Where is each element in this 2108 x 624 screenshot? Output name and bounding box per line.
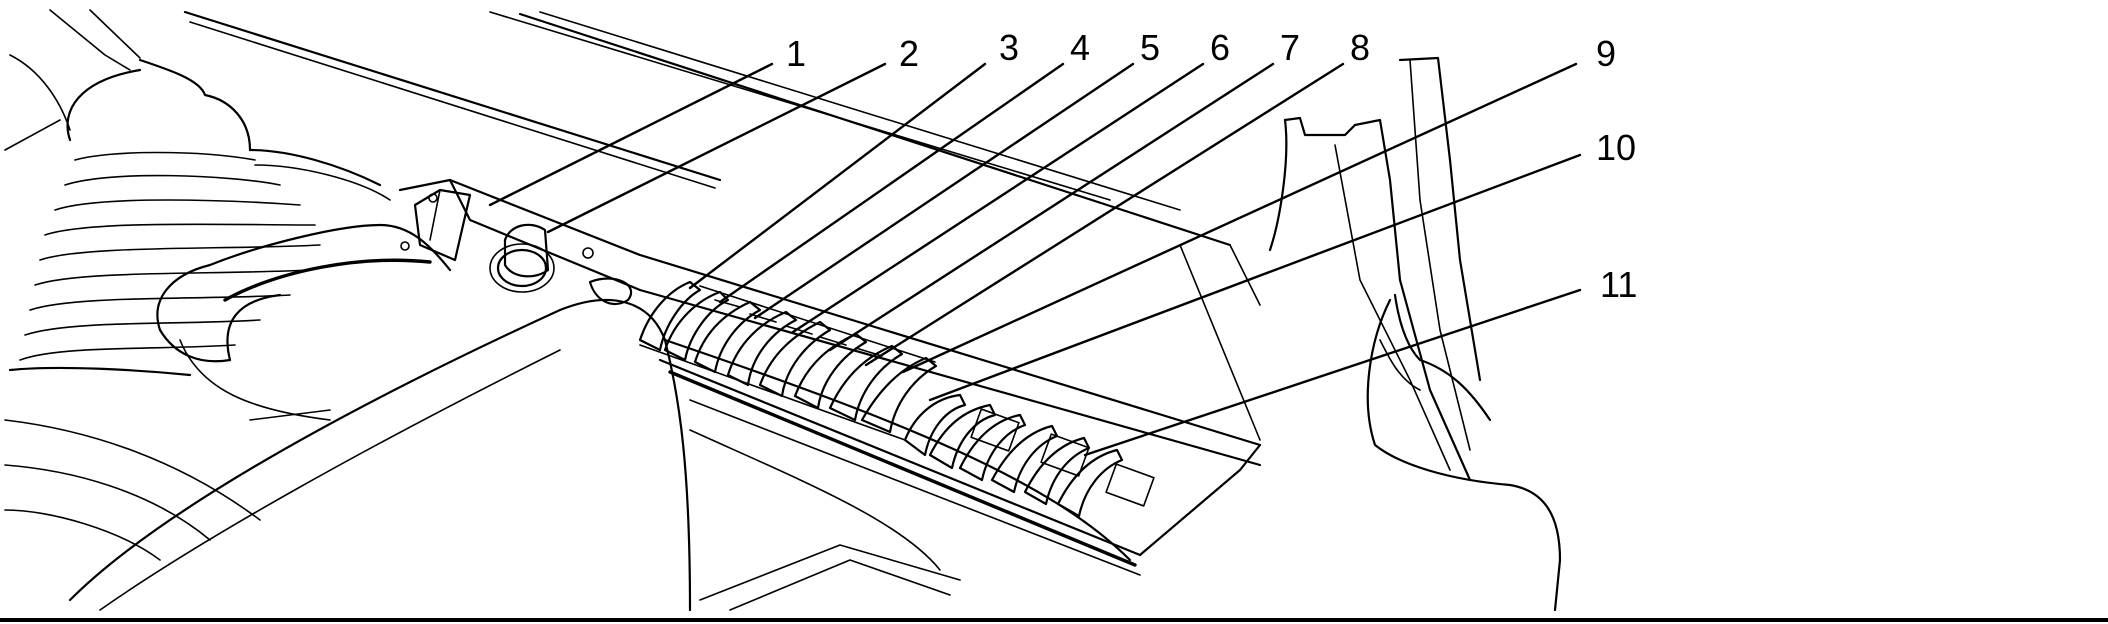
leader-line-7 (828, 62, 1275, 352)
callout-7: 7 (1280, 27, 1300, 68)
callout-10: 10 (1596, 127, 1636, 168)
leader-line-2 (546, 62, 887, 234)
leader-line-3 (688, 62, 987, 290)
right-post (1268, 56, 1562, 612)
cab-structure (4, 9, 1261, 561)
rocker-switch (400, 188, 472, 262)
callout-11: 11 (1600, 264, 1637, 305)
callout-labels: 1 2 3 4 5 6 7 8 9 10 11 (786, 27, 1637, 305)
console-body (68, 298, 1141, 612)
leader-line-10 (928, 153, 1582, 402)
armrest (156, 223, 452, 421)
key-switch (489, 223, 633, 306)
toggle-switch-row (638, 280, 938, 441)
leader-line-6 (791, 62, 1205, 334)
callout-5: 5 (1140, 27, 1160, 68)
callout-9: 9 (1596, 33, 1616, 74)
callout-8: 8 (1350, 27, 1370, 68)
callout-6: 6 (1210, 27, 1230, 68)
leader-line-1 (488, 62, 774, 207)
leader-line-5 (753, 62, 1135, 320)
callout-1: 1 (786, 33, 806, 74)
callout-3: 3 (999, 27, 1019, 68)
leader-lines (488, 62, 1582, 457)
callout-4: 4 (1070, 27, 1090, 68)
switch-panel (398, 178, 1262, 567)
joystick-boot (8, 58, 391, 377)
leader-line-4 (718, 62, 1065, 304)
leader-line-9 (901, 62, 1578, 374)
leader-line-8 (864, 62, 1345, 367)
lower-switch-row (903, 393, 1155, 518)
callout-2: 2 (899, 33, 919, 74)
leader-line-11 (1083, 288, 1582, 457)
